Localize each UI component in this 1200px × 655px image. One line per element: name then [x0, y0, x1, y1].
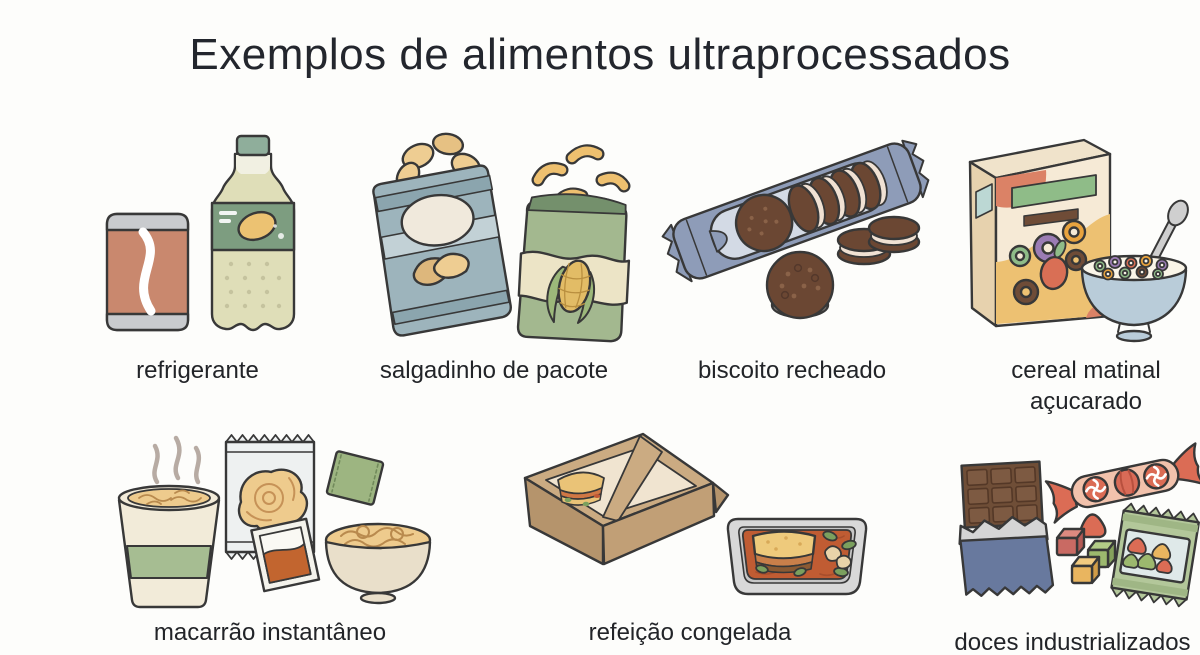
cookie-side-front	[867, 215, 921, 254]
cauliflower-pieces	[824, 545, 852, 570]
cookie-front-big	[765, 250, 835, 320]
frozen-meal-icon	[523, 432, 868, 596]
item-macarrao: macarrão instantâneo	[105, 426, 435, 649]
lasagna-art-on-box	[557, 471, 605, 507]
item-doces: doces industrializados	[925, 436, 1200, 655]
item-cereal: cereal matinal açucarado	[950, 118, 1200, 417]
cereal-box-and-bowl-icon	[968, 138, 1189, 343]
chip-bags-icon	[372, 132, 631, 343]
bottle-texture-dots	[224, 261, 282, 309]
sauce-sachet-icon	[250, 517, 321, 593]
item-label-salgadinho: salgadinho de pacote	[379, 357, 609, 384]
soda-can-and-bottle-icon	[105, 134, 296, 332]
item-biscoito: biscoito recheado	[652, 118, 932, 387]
gummy-candies	[1055, 513, 1117, 585]
cereal-box-icon	[968, 138, 1112, 328]
cereal-loops-milk	[1093, 254, 1169, 281]
seasoning-sachet-icon	[325, 450, 385, 506]
gummies-in-window	[1122, 537, 1173, 575]
cereal-bowl-icon	[1080, 199, 1189, 343]
page-title: Exemplos de alimentos ultraprocessados	[189, 30, 1011, 79]
soda-bottle-icon	[210, 134, 296, 332]
cereal-loops-art	[1008, 219, 1088, 306]
gummy-cube-red	[1055, 527, 1086, 557]
noodle-cup-icon	[117, 484, 221, 609]
item-label-cereal: cereal matinal açucarado	[1011, 357, 1161, 415]
soda-can-icon	[105, 212, 190, 332]
sweets-icon	[958, 442, 1200, 608]
gummy-bag-icon	[1110, 502, 1200, 608]
chip-bag-green-icon	[516, 193, 631, 343]
noodle-bowl-icon	[324, 522, 432, 605]
steam-icon	[152, 435, 202, 485]
meal-tray-icon	[726, 517, 868, 596]
item-label-doces: doces industrializados	[954, 629, 1191, 655]
item-salgadinho: salgadinho de pacote	[350, 118, 638, 387]
lasagna-in-tray	[751, 530, 817, 574]
gummy-cube-orange	[1070, 555, 1101, 585]
chocolate-bar-icon	[958, 460, 1055, 598]
item-label-refeicao: refeição congelada	[588, 619, 792, 646]
instant-noodles-icon	[117, 434, 432, 609]
item-refrigerante: refrigerante	[85, 118, 310, 387]
item-label-refrigerante: refrigerante	[136, 357, 259, 384]
loose-cookies	[765, 215, 921, 320]
item-label-biscoito: biscoito recheado	[697, 357, 887, 384]
cookies-in-window	[734, 160, 888, 253]
item-label-macarrao: macarrão instantâneo	[153, 619, 387, 646]
candy-roll-icon	[1044, 442, 1200, 524]
chip-bag-blue-icon	[372, 164, 512, 337]
cookie-sleeve-package	[661, 139, 930, 283]
meal-box-icon	[523, 432, 730, 566]
item-refeicao: refeição congelada	[500, 424, 880, 649]
cookie-package-icon	[661, 139, 930, 320]
corn-icon	[546, 259, 595, 324]
